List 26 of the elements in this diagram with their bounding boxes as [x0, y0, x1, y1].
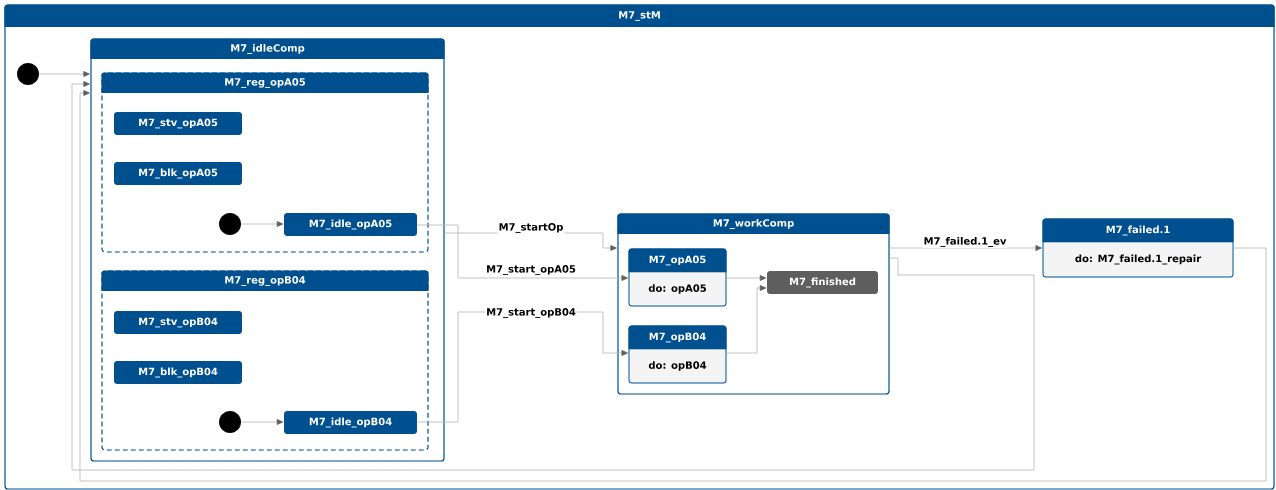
- transition-arrow: [889, 245, 1042, 251]
- state-box: M7_blk_opB04: [114, 361, 242, 384]
- state-box: M7_failed.1 do: M7_failed.1_repair: [1042, 218, 1234, 278]
- state-box: M7_idle_opA05: [284, 213, 417, 236]
- transition-arrow: [240, 221, 284, 227]
- transition-arrow: [726, 285, 767, 354]
- transition-arrow: [71, 81, 1035, 471]
- transition-label: M7_start_opA05: [485, 264, 577, 276]
- state-box: M7_opA05 do: opA05: [628, 248, 727, 307]
- transition-arrow: [416, 224, 628, 281]
- state-box: M7_stv_opB04: [114, 311, 242, 334]
- state-box: M7_idle_opB04: [284, 411, 417, 434]
- initial-state-dot: [219, 411, 241, 433]
- transition-arrow: [726, 275, 767, 281]
- state-box: M7_opB04 do: opB04: [628, 325, 727, 384]
- state-box: M7_stv_opA05: [114, 112, 242, 135]
- state-box: M7_blk_opA05: [114, 162, 242, 185]
- state-box: M7_finished: [767, 271, 878, 294]
- transition-label: M7_failed.1_ev: [922, 236, 1008, 248]
- transition-label: M7_startOp: [497, 222, 565, 234]
- initial-state-dot: [219, 213, 241, 235]
- transition-arrow: [240, 419, 284, 425]
- transition-arrow: [38, 71, 90, 77]
- transition-label: M7_start_opB04: [485, 307, 577, 319]
- transition-arrow: [79, 90, 1267, 482]
- initial-state-dot: [17, 63, 39, 85]
